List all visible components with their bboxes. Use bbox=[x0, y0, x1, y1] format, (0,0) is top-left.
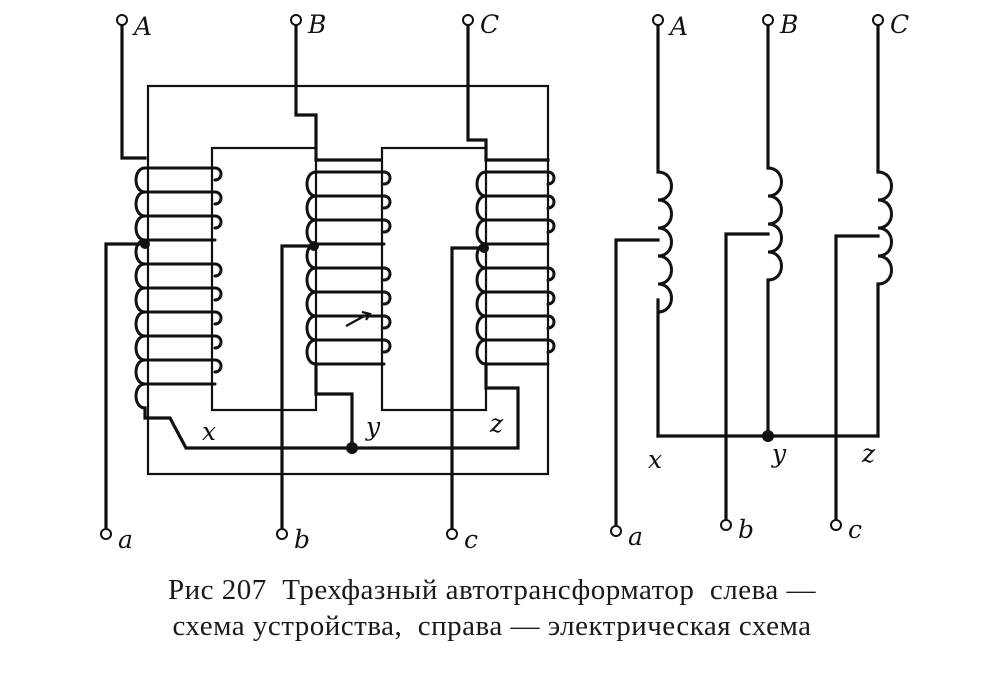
left-construction-diagram: A B C a b c x y z bbox=[100, 10, 556, 554]
terminal-B bbox=[290, 14, 302, 26]
winding-phase-b bbox=[294, 22, 392, 450]
sch-label-y: y bbox=[771, 439, 787, 468]
sch-label-B: B bbox=[779, 10, 798, 39]
label-x: x bbox=[202, 417, 216, 446]
caption-line-1: Рис 207 Трехфазный автотрансформатор сле… bbox=[167, 574, 817, 606]
terminal-b bbox=[276, 528, 288, 540]
label-b: b bbox=[294, 525, 310, 554]
tap-junction-b bbox=[309, 241, 319, 251]
sch-terminal-A bbox=[652, 14, 664, 26]
sch-terminal-b bbox=[720, 519, 732, 531]
tap-junction-c bbox=[479, 243, 489, 253]
coil-phase-a bbox=[656, 170, 673, 314]
label-c: c bbox=[464, 525, 478, 554]
caption-line-2: схема устройства, справа — электрическая… bbox=[172, 610, 812, 642]
sch-terminal-C bbox=[872, 14, 884, 26]
sch-label-A: A bbox=[668, 12, 688, 41]
transformer-core bbox=[146, 84, 550, 476]
sch-label-x: x bbox=[648, 445, 662, 474]
terminal-c bbox=[446, 528, 458, 540]
terminal-C bbox=[462, 14, 474, 26]
tap-leads bbox=[104, 242, 486, 530]
sch-label-a: a bbox=[628, 522, 643, 551]
sch-label-b: b bbox=[738, 515, 754, 544]
coil-phase-c bbox=[876, 170, 893, 286]
label-A: A bbox=[132, 12, 152, 41]
label-B: B bbox=[307, 10, 326, 39]
terminal-A bbox=[116, 14, 128, 26]
terminal-a bbox=[100, 528, 112, 540]
figure-caption: Рис 207 Трехфазный автотрансформатор сле… bbox=[0, 572, 984, 644]
star-point bbox=[762, 430, 774, 442]
coil-phase-b bbox=[766, 166, 783, 282]
label-C: C bbox=[480, 10, 499, 39]
autotransformer-figure: A B C a b c x y z A B bbox=[100, 10, 909, 554]
label-y: y bbox=[365, 412, 381, 441]
sch-terminal-B bbox=[762, 14, 774, 26]
sch-label-z: z bbox=[861, 439, 876, 468]
label-a: a bbox=[118, 525, 133, 554]
right-electrical-schematic: A B C a b c x y z bbox=[610, 10, 909, 551]
sch-label-C: C bbox=[890, 10, 909, 39]
tap-junction-a bbox=[140, 239, 150, 249]
sch-label-c: c bbox=[848, 515, 862, 544]
winding-phase-c bbox=[350, 22, 556, 450]
label-z: z bbox=[489, 409, 504, 438]
sch-terminal-a bbox=[610, 525, 622, 537]
winding-phase-a bbox=[120, 22, 354, 450]
sch-terminal-c bbox=[830, 519, 842, 531]
neutral-junction bbox=[346, 442, 358, 454]
